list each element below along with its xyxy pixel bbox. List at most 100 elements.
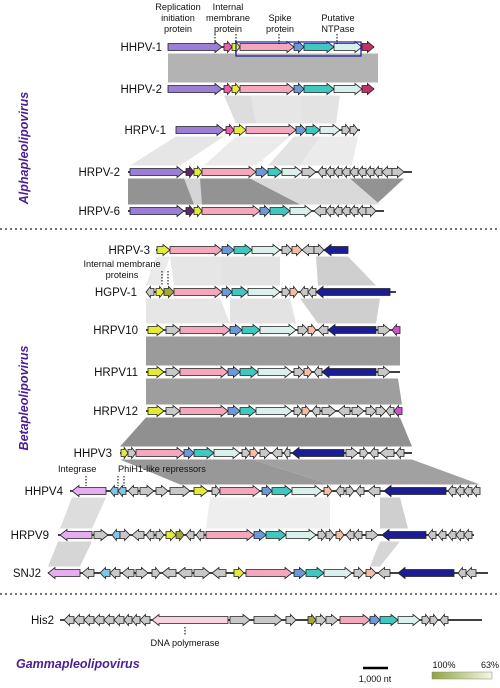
- gene-arrow-yellow: [165, 528, 177, 542]
- similarity-band: [204, 136, 290, 166]
- gene-arrow-gray: [349, 165, 359, 179]
- similarity-band: [120, 459, 330, 485]
- gene-arrow-crimson: [361, 40, 375, 54]
- gene-arrow-gray: [385, 404, 395, 418]
- gene-arrow-small-pink: [223, 82, 233, 96]
- gene-arrow-gray: [471, 484, 481, 498]
- gene-arrow-light-pink: [179, 365, 229, 379]
- similarity-band: [222, 256, 280, 286]
- identity-legend-low: 63%: [481, 660, 499, 670]
- gene-arrow-navy: [383, 484, 447, 498]
- gene-arrow-gray: [121, 566, 135, 580]
- genome-label: HHPV4: [25, 486, 64, 498]
- gene-arrow-gray: [241, 446, 251, 460]
- similarity-band: [300, 95, 340, 124]
- similarity-band: [206, 497, 330, 529]
- gene-arrow-gray: [253, 613, 283, 627]
- gene-arrow-gray: [155, 484, 169, 498]
- genome-hhpv-2: HHPV-2: [120, 82, 375, 96]
- gene-arrow-gray: [395, 446, 405, 460]
- gene-arrow-teal: [231, 285, 249, 299]
- gene-arrow-gray: [427, 528, 437, 542]
- gene-arrow-dark-purple: [185, 165, 195, 179]
- gene-arrow-gray: [139, 484, 155, 498]
- gene-arrow-gray: [457, 566, 467, 580]
- gene-arrow-teal: [233, 243, 253, 257]
- gene-arrow-blue: [293, 82, 305, 96]
- gene-arrow-gray: [357, 165, 367, 179]
- gene-arrow-gray: [337, 404, 351, 418]
- gene-arrow-gray: [325, 204, 335, 218]
- gene-arrow-gray: [293, 404, 303, 418]
- gene-arrow-light-pink: [201, 204, 261, 218]
- gene-arrow-blue: [229, 323, 243, 337]
- gene-arrow-pale: [257, 365, 293, 379]
- gene-arrow-salmon: [291, 243, 303, 257]
- gene-arrow-pale: [259, 323, 297, 337]
- annotation-dna-polymerase: DNA polymerase: [151, 638, 220, 648]
- gene-arrow-magenta: [391, 323, 401, 337]
- gene-arrow-gray: [377, 365, 391, 379]
- annotation-phih1: PhiH1-like repressors: [118, 464, 206, 474]
- gene-arrow-gray: [447, 484, 457, 498]
- gene-arrow-navy: [397, 566, 455, 580]
- gene-arrow-gray: [437, 528, 447, 542]
- gene-arrow-light-pink: [169, 243, 223, 257]
- gene-arrow-light-pink: [239, 40, 295, 54]
- similarity-band: [60, 497, 106, 529]
- genome-hgpv-1: HGPV-1: [95, 285, 396, 299]
- gene-arrow-gray: [145, 285, 155, 299]
- similarity-band: [224, 95, 256, 124]
- gene-arrow-gray: [177, 566, 193, 580]
- genome-hrpv10: HRPV10: [93, 323, 401, 337]
- gene-arrow-pale: [291, 484, 323, 498]
- similarity-band: [170, 256, 222, 286]
- gene-arrow-light-pink: [339, 613, 371, 627]
- gene-arrow-gray: [349, 123, 359, 137]
- gene-arrow-gray: [345, 528, 355, 542]
- gene-arrow-gray: [109, 566, 121, 580]
- genome-label: HGPV-1: [95, 287, 137, 299]
- gene-arrow-crimson: [361, 82, 375, 96]
- gene-arrow-blue: [295, 123, 307, 137]
- gene-arrow-gray: [421, 613, 431, 627]
- gene-arrow-gray: [297, 323, 309, 337]
- genome-his2: His2: [31, 613, 482, 627]
- gene-arrow-gray: [195, 528, 205, 542]
- genome-hhpv-1: HHPV-1: [120, 40, 375, 54]
- gene-arrow-teal: [269, 204, 291, 218]
- genome-snj2: SNJ2: [13, 566, 488, 580]
- gene-arrow-teal: [193, 446, 215, 460]
- gene-arrow-blue: [253, 528, 267, 542]
- gene-arrow-gray: [341, 123, 351, 137]
- gene-arrow-blue: [227, 365, 241, 379]
- gene-arrow-gray: [373, 165, 383, 179]
- similarity-band: [146, 336, 400, 366]
- gene-arrow-gray: [165, 323, 181, 337]
- gene-arrow-replication: [167, 40, 223, 54]
- gene-arrow-gray: [455, 528, 465, 542]
- gene-arrow-gray: [165, 404, 181, 418]
- genome-hrpv11: HRPV11: [94, 365, 400, 379]
- genome-hrpv-6: HRPV-6: [78, 204, 384, 218]
- gene-arrow-teal: [239, 404, 257, 418]
- gene-arrow-gray: [369, 446, 379, 460]
- similarity-band: [250, 95, 302, 124]
- gene-arrow-gray: [155, 528, 165, 542]
- gene-arrow-light-blue: [111, 528, 121, 542]
- gene-arrow-gray: [169, 484, 191, 498]
- gene-arrow-blue: [221, 285, 233, 299]
- gene-arrow-gray: [463, 528, 473, 542]
- gene-arrow-gray: [349, 204, 359, 218]
- gene-arrow-gray: [63, 613, 75, 627]
- gene-arrow-gray: [131, 613, 141, 627]
- gene-arrow-yellow: [233, 566, 245, 580]
- gene-arrow-gray: [325, 528, 335, 542]
- gene-arrow-gray: [119, 528, 131, 542]
- similarity-band: [250, 178, 380, 205]
- gene-arrow-replication: [129, 204, 185, 218]
- gene-arrow-navy: [381, 528, 427, 542]
- gene-arrow-gray: [313, 204, 327, 218]
- gene-arrow-yellow: [147, 365, 165, 379]
